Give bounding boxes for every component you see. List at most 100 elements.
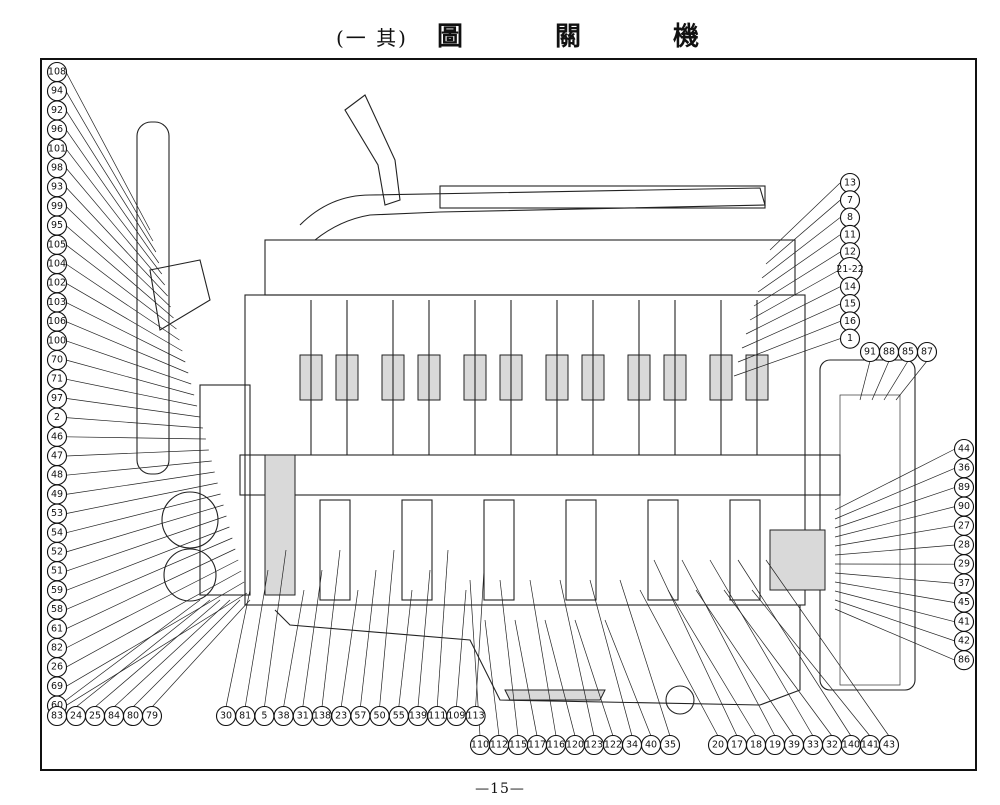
leader-90 [834, 506, 956, 538]
callout-number: 20 [712, 740, 724, 751]
callout-number: 40 [645, 740, 657, 751]
drain-plug [665, 685, 695, 715]
leader-100 [65, 340, 192, 385]
connecting-rod [483, 499, 515, 601]
callout-number: 93 [51, 182, 63, 193]
leader-82 [65, 559, 239, 649]
leader-86 [834, 608, 956, 661]
leader-43 [765, 559, 890, 737]
crankshaft [239, 454, 841, 496]
callout-number: 140 [842, 740, 860, 751]
leader-26 [65, 570, 242, 668]
callout-number: 80 [127, 711, 139, 722]
callout-number: 89 [958, 482, 970, 493]
leader-108 [65, 71, 151, 231]
leader-95 [65, 225, 174, 319]
leader-54 [65, 493, 221, 534]
callout-61: 61 [46, 618, 68, 639]
title-subtitle: (一 其) [336, 26, 408, 50]
callout-number: 42 [958, 636, 970, 647]
callout-number: 52 [51, 547, 63, 558]
callout-14: 14 [839, 276, 861, 297]
callout-8: 8 [839, 207, 861, 228]
leader-40 [604, 619, 652, 737]
manifold-bar [439, 185, 766, 209]
callout-81: 81 [235, 705, 256, 727]
callout-46: 46 [46, 426, 68, 447]
callout-25: 25 [84, 705, 106, 727]
leader-44 [834, 448, 956, 511]
timing-cover [199, 384, 251, 596]
callout-number: 27 [958, 520, 970, 531]
callout-number: 100 [48, 335, 66, 346]
leader-14 [745, 286, 841, 335]
callout-number: 117 [528, 740, 546, 751]
callout-number: 39 [788, 740, 800, 751]
leader-7 [765, 200, 841, 265]
callout-circle [953, 650, 975, 671]
leader-13 [769, 182, 841, 251]
callout-circle [878, 734, 900, 756]
callout-circle [141, 705, 163, 727]
callout-number: 50 [374, 711, 386, 722]
callout-number: 24 [70, 711, 82, 722]
callout-34: 34 [621, 734, 643, 756]
leader-2 [65, 417, 203, 429]
leader-32 [723, 589, 833, 737]
callout-number: 55 [393, 711, 405, 722]
callout-number: 18 [750, 740, 762, 751]
callout-number: 139 [409, 711, 427, 722]
callout-number: 17 [731, 740, 743, 751]
callout-44: 44 [953, 438, 975, 460]
leader-60 [65, 592, 248, 706]
callout-circle [659, 734, 681, 756]
leader-5 [264, 549, 287, 708]
callout-number: 11 [844, 229, 856, 240]
callout-7: 7 [839, 190, 861, 211]
crank-pulley [163, 548, 217, 602]
leader-48 [65, 460, 212, 476]
callout-number: 103 [48, 297, 66, 308]
flywheel [839, 394, 901, 686]
leader-39 [695, 589, 795, 737]
connecting-rod [647, 499, 679, 601]
leader-106 [65, 321, 189, 374]
leader-45 [834, 581, 956, 603]
callout-number: 79 [146, 711, 158, 722]
leader-101 [65, 148, 163, 275]
leader-102 [65, 282, 183, 352]
callout-number: 1 [847, 333, 853, 344]
callout-30: 30 [215, 705, 237, 727]
callout-115: 115 [507, 734, 529, 756]
leader-35 [619, 579, 671, 737]
callout-number: 87 [921, 347, 933, 358]
callout-59: 59 [46, 580, 68, 601]
leader-25 [94, 599, 221, 708]
callout-number: 70 [51, 355, 63, 366]
leader-59 [65, 526, 230, 591]
callout-number: 43 [883, 740, 895, 751]
callout-circle [465, 705, 486, 727]
callout-number: 44 [958, 444, 970, 455]
callout-number: 113 [467, 711, 485, 722]
leader-94 [65, 91, 154, 242]
callout-79: 79 [141, 705, 163, 727]
callout-92: 92 [46, 100, 68, 121]
leader-89 [834, 487, 956, 529]
leader-109 [456, 589, 467, 708]
title-char-1: 圖 [437, 22, 466, 52]
callout-number: 112 [490, 740, 508, 751]
callout-113: 113 [465, 705, 486, 727]
callout-number: 138 [313, 711, 331, 722]
leader-116 [529, 579, 557, 737]
callout-90: 90 [953, 496, 975, 517]
callout-95: 95 [46, 215, 68, 236]
leader-141 [751, 589, 871, 737]
flywheel-housing [819, 359, 916, 691]
callout-13: 13 [839, 172, 861, 194]
leader-33 [709, 559, 814, 737]
leader-20 [639, 589, 719, 737]
callout-91: 91 [859, 341, 881, 363]
callout-number: 16 [844, 316, 856, 327]
